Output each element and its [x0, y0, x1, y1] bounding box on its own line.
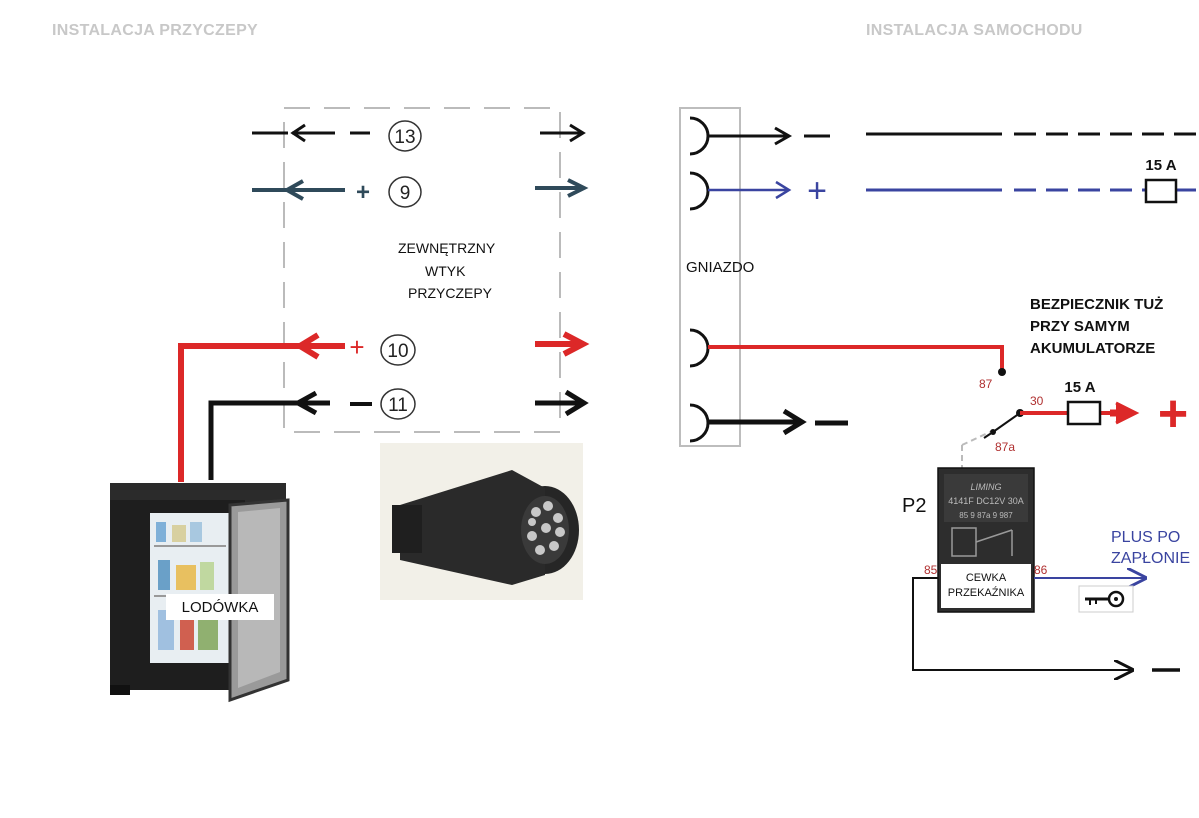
fuse-top — [1144, 178, 1178, 204]
fridge-label: LODÓWKA — [182, 599, 259, 616]
plus-sign-car-pin9: + — [807, 172, 827, 210]
relay-name: P2 — [902, 495, 926, 517]
pin13-label: 13 — [394, 127, 415, 148]
socket-contacts — [689, 116, 710, 443]
pin-circle-9: 9 — [388, 176, 422, 208]
plug-label-line3: PRZYCZEPY — [408, 285, 493, 301]
fuse-note-line3: AKUMULATORZE — [1030, 340, 1156, 357]
relay-pin30: 30 — [1030, 394, 1044, 408]
car-wire-pin10 — [708, 345, 1004, 372]
car-installation-header: INSTALACJA SAMOCHODU — [866, 22, 1083, 39]
fuse-note-line2: PRZY SAMYM — [1030, 318, 1130, 335]
ignition-key-icon — [1078, 585, 1134, 613]
wire-pin10 — [178, 331, 590, 482]
fuse-top-label: 15 A — [1145, 157, 1176, 174]
relay-pin87a: 87a — [995, 440, 1015, 454]
relay-coil-line2: PRZEKAŹNIKA — [948, 586, 1025, 599]
fuse-note-line1: BEZPIECZNIK TUŻ — [1030, 296, 1164, 313]
car-wire-pin11 — [708, 408, 848, 436]
pin-circle-10: 10 — [380, 334, 416, 366]
battery-plus-sign: + — [1158, 385, 1188, 443]
external-plug-box — [283, 107, 561, 433]
connector-photo — [380, 443, 583, 600]
plus-sign-pin10: + — [349, 332, 364, 362]
pin-circle-13: 13 — [388, 120, 422, 152]
wire-pin11 — [208, 389, 589, 480]
pin11-label: 11 — [388, 395, 408, 416]
relay-coil-line1: CEWKA — [966, 572, 1007, 584]
pin-circle-11: 11 — [380, 388, 416, 420]
relay-pins-top: 85 9 87a 9 987 — [959, 511, 1013, 520]
relay-pin86: 86 — [1034, 563, 1048, 577]
relay-model: 4141F DC12V 30A — [948, 496, 1024, 506]
car-wire-pin13 — [708, 126, 1196, 146]
fridge-image — [110, 483, 290, 703]
relay-brand: LIMING — [970, 482, 1001, 492]
pin9-label: 9 — [400, 183, 411, 204]
ignition-line2: ZAPŁONIE — [1111, 550, 1190, 567]
trailer-installation-header: INSTALACJA PRZYCZEPY — [52, 22, 259, 39]
fuse-battery — [1066, 400, 1102, 426]
socket-label: GNIAZDO — [686, 259, 755, 276]
fuse-battery-label: 15 A — [1064, 379, 1095, 396]
socket-box — [679, 107, 741, 447]
plus-sign-pin9: + — [356, 179, 370, 206]
plug-label-line2: WTYK — [425, 263, 466, 279]
pin10-label: 10 — [387, 341, 408, 362]
relay-pin85: 85 — [924, 563, 938, 577]
relay-body: LIMING 4141F DC12V 30A 85 9 87a 9 987 CE… — [937, 467, 1035, 613]
ignition-line1: PLUS PO — [1111, 529, 1180, 546]
car-wire-pin9: + — [708, 172, 1196, 210]
wire-pin9 — [252, 178, 589, 201]
wire-coil-ground — [912, 577, 1132, 670]
wire-pin13 — [252, 123, 586, 143]
plug-label-line1: ZEWNĘTRZNY — [398, 240, 496, 256]
relay-switch — [961, 368, 1140, 470]
relay-pin87: 87 — [979, 377, 993, 391]
